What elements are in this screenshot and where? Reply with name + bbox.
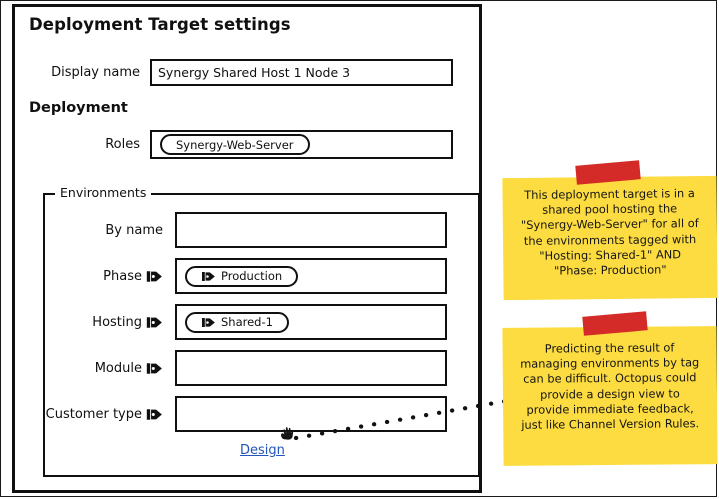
- display-name-value: Synergy Shared Host 1 Node 3: [158, 65, 351, 80]
- hosting-label: Hosting: [43, 315, 163, 330]
- display-name-label: Display name: [51, 65, 140, 80]
- by-name-label-text: By name: [105, 222, 163, 238]
- env-field-row-phase: Phase: [43, 258, 447, 294]
- tag-icon: [146, 362, 163, 375]
- roles-input[interactable]: Synergy-Web-Server: [150, 130, 453, 159]
- environments-legend: Environments: [55, 185, 152, 200]
- customer-type-input[interactable]: [175, 396, 447, 432]
- sticky-note-2: Predicting the result of managing enviro…: [502, 326, 718, 466]
- phase-input[interactable]: Production: [175, 258, 447, 294]
- environments-fieldset: [43, 193, 480, 477]
- env-field-row-by-name: By name: [43, 212, 447, 248]
- tag-icon: [146, 316, 163, 329]
- phase-chip[interactable]: Production: [185, 265, 299, 287]
- hosting-chip-label: Shared-1: [221, 315, 273, 329]
- note-line: just like Channel Version Rules.: [521, 416, 700, 432]
- deployment-section-heading: Deployment: [29, 100, 128, 116]
- note-line: provide a design view to: [540, 386, 680, 402]
- deployment-target-settings-panel: Deployment Target settings Display name …: [12, 4, 482, 493]
- phase-label-text: Phase: [103, 268, 142, 284]
- display-name-input[interactable]: Synergy Shared Host 1 Node 3: [150, 59, 453, 86]
- hosting-chip[interactable]: Shared-1: [185, 311, 289, 333]
- role-chip[interactable]: Synergy-Web-Server: [160, 134, 310, 155]
- note-line: "Hosting: Shared-1" AND: [539, 247, 682, 263]
- roles-row: Roles Synergy-Web-Server: [15, 130, 453, 159]
- phase-chip-label: Production: [221, 269, 283, 283]
- tag-icon: [201, 317, 216, 328]
- note-line: This deployment target is in a: [524, 186, 695, 202]
- by-name-input[interactable]: [175, 212, 447, 248]
- phase-label: Phase: [43, 269, 163, 284]
- design-link[interactable]: Design: [240, 443, 285, 458]
- hosting-input[interactable]: Shared-1: [175, 304, 447, 340]
- note-line: can be difficult. Octopus could: [523, 370, 697, 387]
- env-field-row-hosting: Hosting: [43, 304, 447, 340]
- tag-icon: [201, 271, 216, 282]
- sticky-note-1-text: This deployment target is in a shared po…: [510, 186, 709, 279]
- customer-type-label-text: Customer type: [45, 406, 142, 422]
- by-name-label: By name: [43, 223, 163, 238]
- customer-type-label: Customer type: [27, 407, 163, 422]
- note-line: managing environments by tag: [520, 355, 700, 371]
- hand-cursor-icon: [279, 425, 297, 441]
- note-line: provide immediate feedback,: [526, 401, 694, 417]
- hosting-label-text: Hosting: [92, 314, 142, 330]
- module-label-text: Module: [94, 360, 142, 376]
- note-line: Predicting the result of: [544, 340, 675, 356]
- role-chip-label: Synergy-Web-Server: [176, 137, 294, 152]
- tag-icon: [146, 408, 163, 421]
- roles-label: Roles: [105, 137, 140, 152]
- tag-icon: [146, 270, 163, 283]
- module-input[interactable]: [175, 350, 447, 386]
- env-field-row-module: Module: [43, 350, 447, 386]
- sticky-note-1: This deployment target is in a shared po…: [502, 175, 718, 301]
- module-label: Module: [43, 361, 163, 376]
- display-name-row: Display name Synergy Shared Host 1 Node …: [15, 59, 453, 86]
- note-line: "Synergy-Web-Server" for all of: [520, 216, 699, 233]
- env-field-row-customer-type: Customer type: [27, 396, 447, 432]
- page-title: Deployment Target settings: [29, 15, 291, 34]
- sticky-note-2-text: Predicting the result of managing enviro…: [511, 340, 710, 433]
- note-line: "Phase: Production": [553, 262, 667, 278]
